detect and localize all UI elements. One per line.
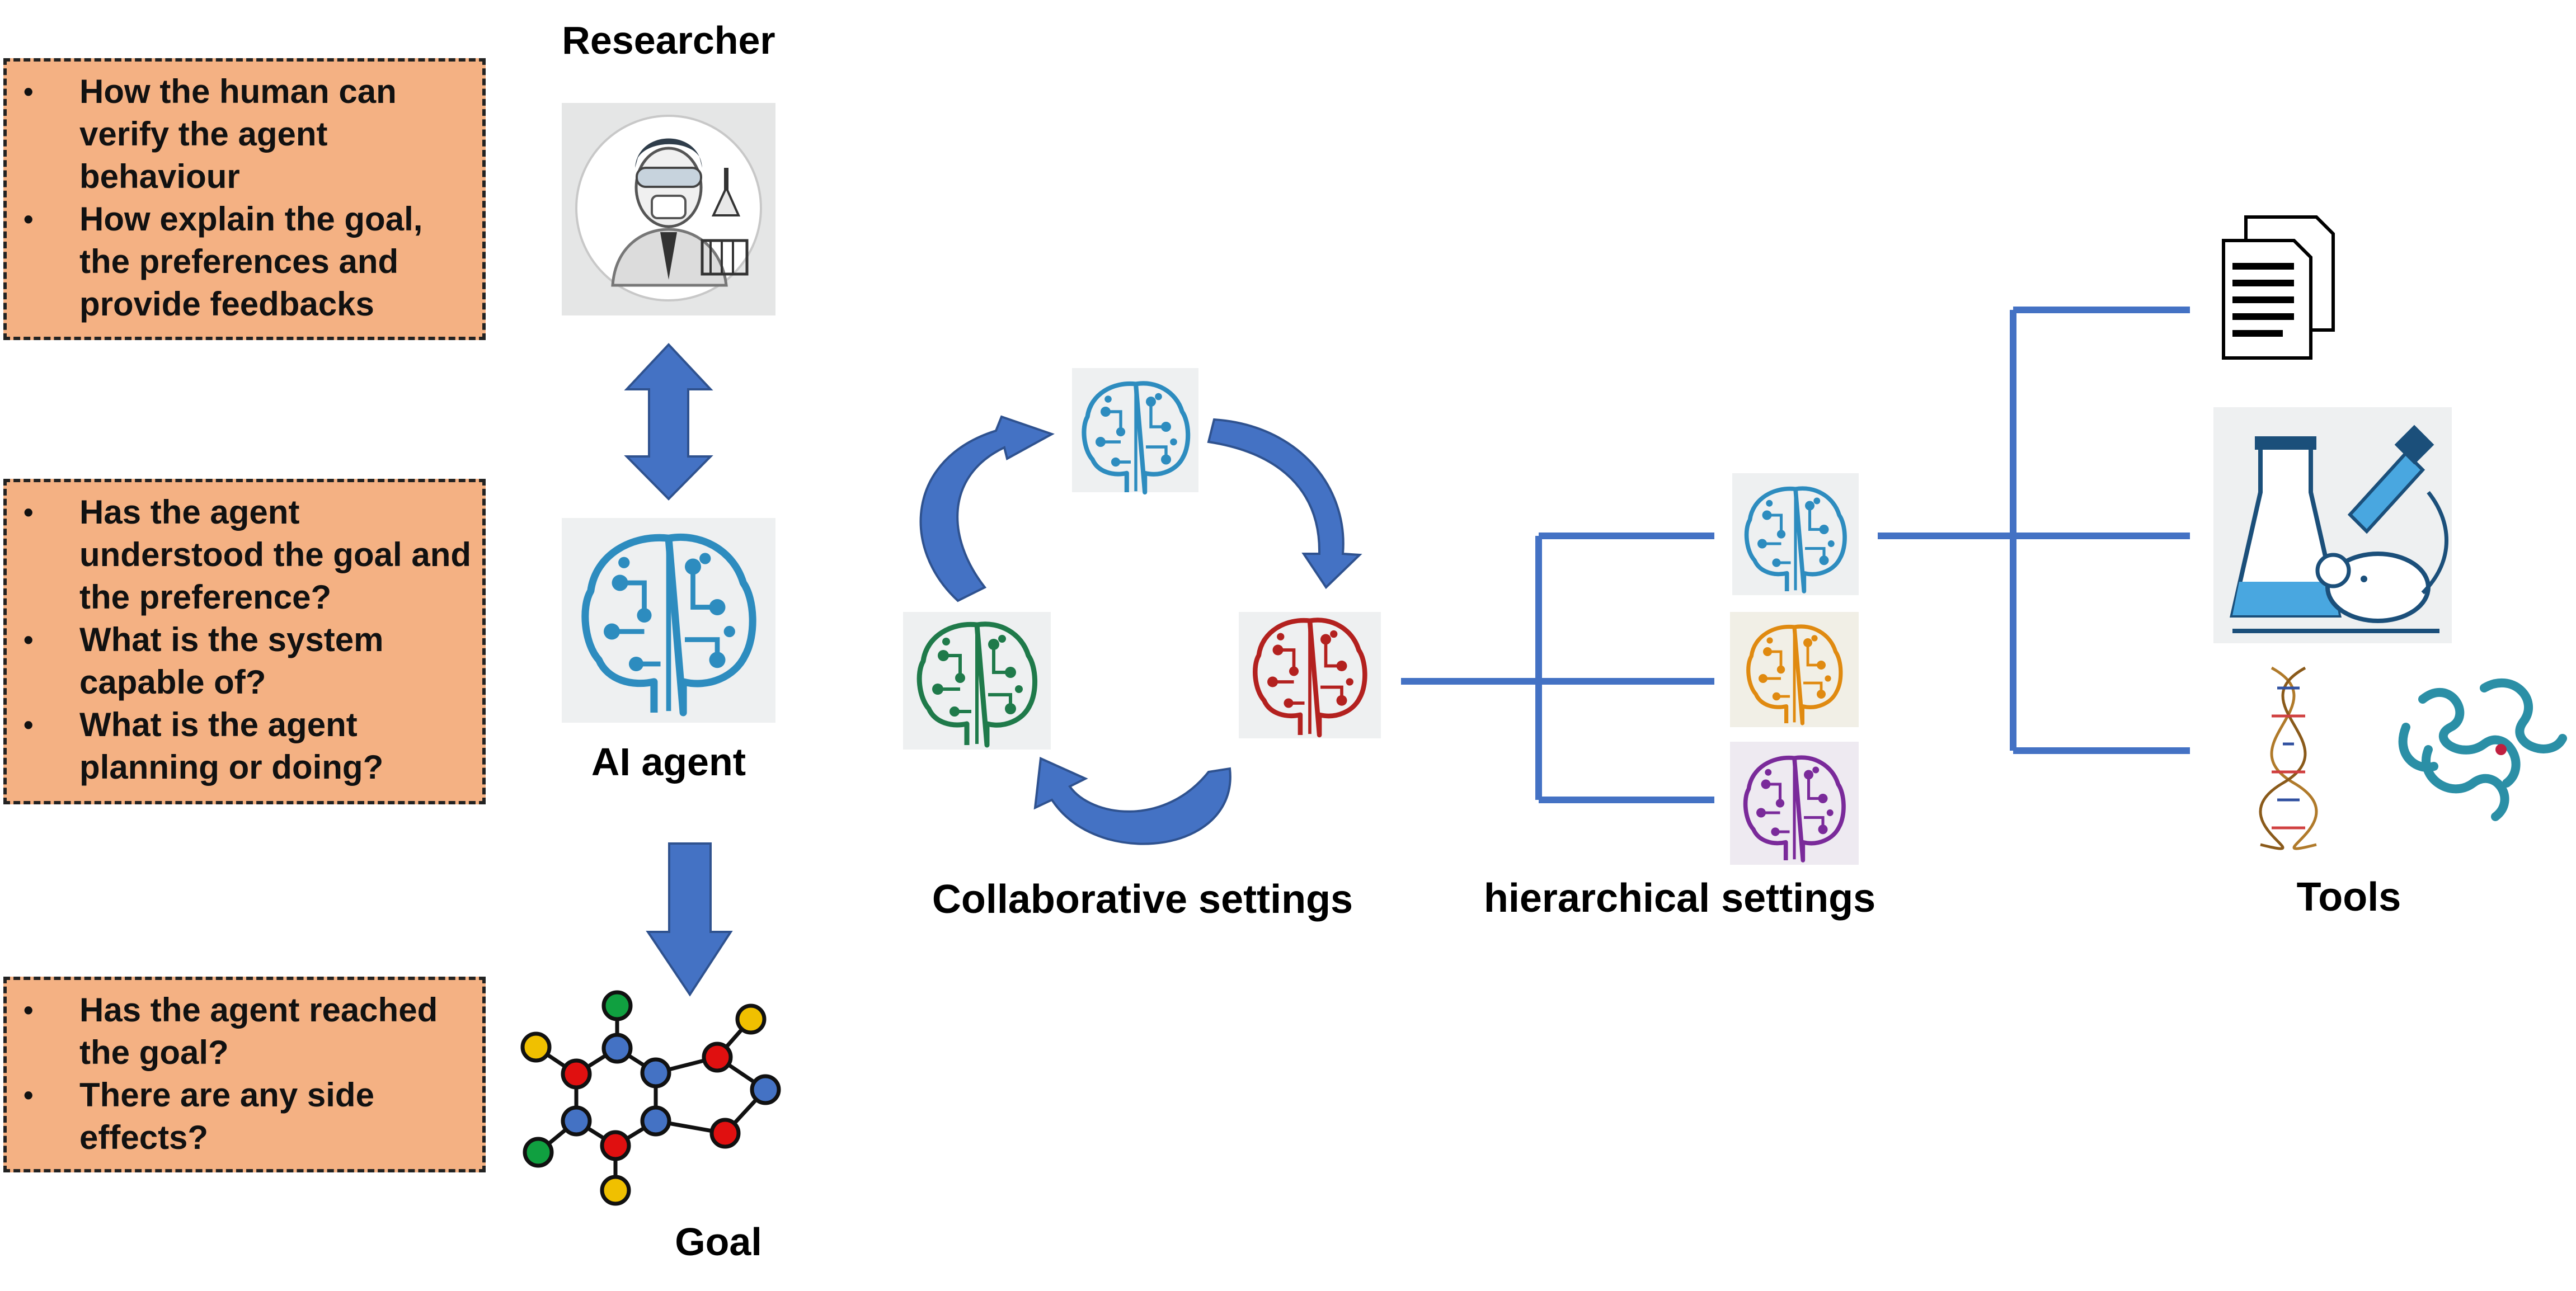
question-item: How the human can verify the agent behav… (7, 70, 482, 198)
collab-brain-left (903, 612, 1051, 750)
collaborative-label: Collaborative settings (932, 877, 1353, 922)
ai-agent-icon (562, 518, 775, 723)
hier-brain-top (1732, 473, 1859, 595)
protein-icon (2398, 678, 2567, 821)
goal-label: Goal (675, 1220, 762, 1264)
hierarchical-label: hierarchical settings (1484, 876, 1875, 921)
researcher-questions-box: How the human can verify the agent behav… (3, 58, 486, 340)
question-item: What is the system capable of? (7, 619, 482, 704)
curved-arrow-left-up (919, 415, 1055, 602)
molecule-graph-icon (520, 990, 781, 1206)
documents-icon (2222, 215, 2335, 360)
agent-questions-box: Has the agent understood the goal and th… (3, 479, 486, 804)
hier-brain-bottom (1730, 742, 1859, 865)
researcher-label: Researcher (562, 18, 775, 62)
question-item: Has the agent understood the goal and th… (7, 491, 482, 619)
curved-arrow-right-down (1207, 418, 1362, 590)
question-item: Has the agent reached the goal? (7, 989, 482, 1074)
collab-brain-right (1239, 612, 1381, 738)
question-item: How explain the goal, the preferences an… (7, 198, 482, 326)
flask-mouse-icon (2213, 407, 2452, 643)
double-arrow (624, 343, 713, 501)
hierarchy-connectors (1401, 307, 2190, 803)
dna-icon (2259, 666, 2318, 850)
collab-brain-top (1072, 368, 1198, 492)
hier-brain-middle (1730, 612, 1859, 727)
goal-questions-box: Has the agent reached the goal? There ar… (3, 977, 486, 1172)
curved-arrow-bottom-left (1033, 757, 1231, 845)
ai-agent-label: AI agent (591, 740, 746, 784)
question-item: There are any side effects? (7, 1074, 482, 1159)
down-arrow (646, 842, 733, 997)
question-item: What is the agent planning or doing? (7, 704, 482, 789)
researcher-icon (562, 103, 775, 315)
tools-label: Tools (2297, 875, 2401, 920)
